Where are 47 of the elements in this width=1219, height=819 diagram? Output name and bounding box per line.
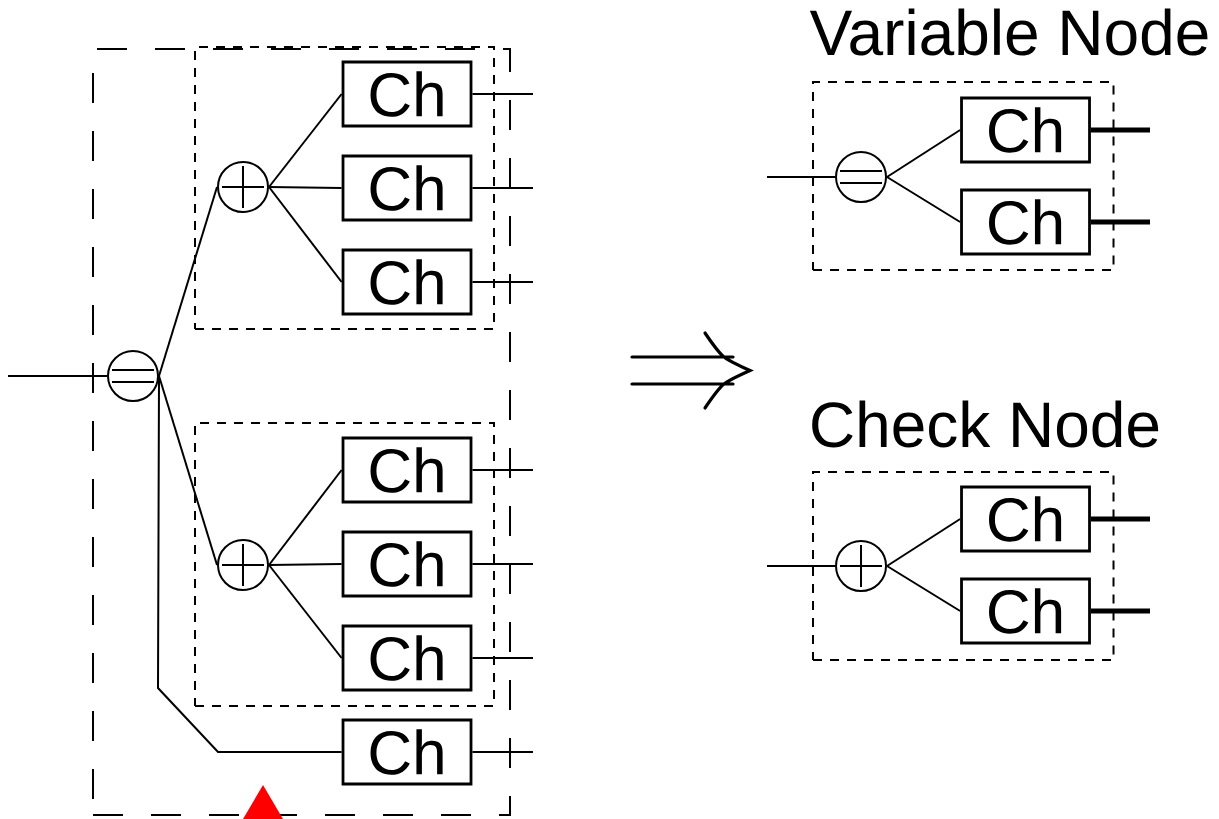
xor-circle: [217, 161, 269, 213]
connector-line: [471, 281, 534, 283]
connector-line: [268, 93, 343, 188]
dashed-box: [194, 422, 495, 707]
connector-line: [268, 186, 343, 189]
channel-box: Ch: [341, 248, 473, 316]
connector-line: [268, 469, 343, 566]
connector-line: [157, 375, 343, 753]
connector-line: [268, 186, 343, 283]
connector-line: [766, 176, 836, 178]
channel-box: Ch: [341, 154, 473, 222]
heading: Check Node: [812, 400, 1159, 448]
channel-box: Ch: [341, 60, 473, 128]
channel-box: Ch: [341, 718, 473, 786]
channel-box: Ch: [341, 436, 473, 504]
equality-circle: [107, 350, 159, 402]
connector-line: [1090, 516, 1150, 522]
connector-line: [158, 186, 218, 377]
connector-line: [1090, 127, 1150, 133]
connector-line: [1090, 608, 1150, 614]
equality-circle: [835, 151, 887, 203]
heading: Variable Node: [809, 8, 1208, 56]
connector-line: [886, 518, 962, 567]
connector-line: [471, 563, 534, 565]
connector-line: [766, 565, 836, 567]
connector-line: [471, 657, 534, 659]
connector-line: [268, 564, 343, 659]
channel-box: Ch: [960, 188, 1091, 256]
connector-line: [886, 129, 962, 178]
connector-line: [7, 375, 108, 377]
connector-line: [886, 565, 962, 612]
connector-line: [268, 563, 343, 566]
connector-line: [471, 93, 534, 95]
connector-line: [158, 375, 218, 566]
channel-box: Ch: [960, 485, 1091, 553]
xor-circle: [217, 539, 269, 591]
connector-line: [471, 469, 534, 471]
channel-box: Ch: [960, 577, 1091, 645]
connector-line: [471, 187, 534, 189]
channel-box: Ch: [341, 624, 473, 692]
dashed-box: [194, 46, 495, 330]
connector-line: [471, 751, 534, 753]
channel-box: Ch: [341, 530, 473, 598]
xor-circle: [835, 540, 887, 592]
connector-line: [886, 176, 962, 223]
channel-box: Ch: [960, 96, 1091, 164]
connector-line: [1090, 219, 1150, 225]
